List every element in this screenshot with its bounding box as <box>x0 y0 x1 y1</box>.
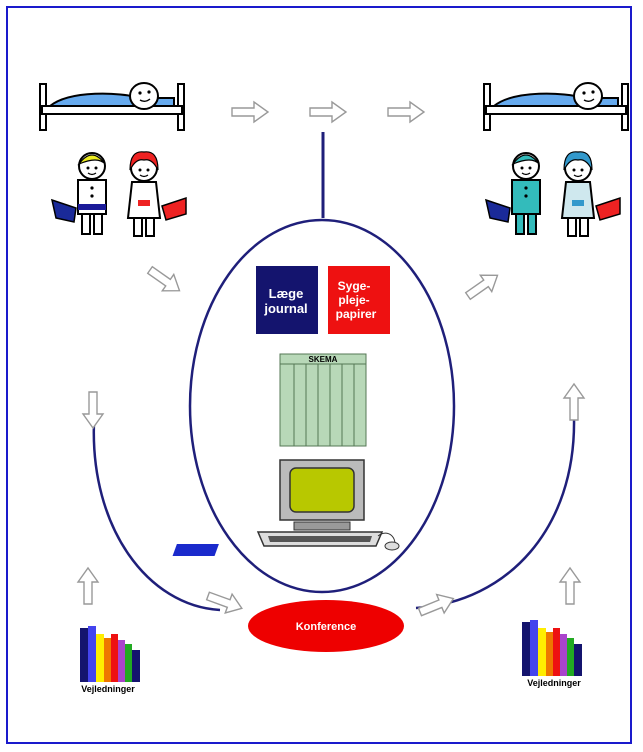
diagram-frame: Læge journal Syge- pleje- papirer SKEMA … <box>6 6 632 744</box>
nursing-papers-label-1: Syge- <box>338 279 371 293</box>
caregivers-right <box>484 151 621 237</box>
arrow-right-icon <box>309 101 347 123</box>
arrow-up-icon <box>563 383 585 421</box>
doctor-figure <box>484 152 541 235</box>
arrow-up-icon <box>77 567 99 605</box>
patient-bed-right <box>483 82 629 131</box>
doctor-journal-label-2: journal <box>263 301 307 316</box>
computer-icon <box>172 459 400 556</box>
arrow-right-icon <box>231 101 269 123</box>
guides-label-right: Vejledninger <box>527 678 581 688</box>
nursing-papers-label-3: papirer <box>336 307 377 321</box>
nursing-papers-label-2: pleje- <box>338 293 369 307</box>
nurse-figure <box>126 151 187 237</box>
doctor-journal-label-1: Læge <box>269 286 304 301</box>
arrow-up-icon <box>559 567 581 605</box>
patient-bed-left <box>39 82 185 131</box>
arrow-down-icon <box>82 391 104 429</box>
nursing-papers: Syge- pleje- papirer <box>328 266 390 334</box>
arrow-up-right-icon <box>461 266 504 305</box>
guides-label-left: Vejledninger <box>81 684 135 694</box>
schema-label: SKEMA <box>309 355 338 364</box>
guides-books-left: Vejledninger <box>80 626 140 694</box>
left-arc <box>92 421 221 612</box>
caregivers-left <box>50 151 187 237</box>
doctor-journal: Læge journal <box>256 266 318 334</box>
schema-sheet: SKEMA <box>279 353 367 447</box>
right-arc <box>415 417 576 610</box>
information-loop <box>188 218 456 594</box>
guides-books-right: Vejledninger <box>522 620 582 688</box>
doctor-figure <box>50 152 107 235</box>
nurse-figure <box>560 151 621 237</box>
conference: Konference <box>248 600 404 652</box>
conference-label: Konference <box>296 621 357 633</box>
arrow-down-right-icon <box>143 261 186 300</box>
arrow-right-icon <box>203 585 246 619</box>
arrow-right-icon <box>387 101 425 123</box>
arrow-up-right-icon <box>415 588 458 622</box>
